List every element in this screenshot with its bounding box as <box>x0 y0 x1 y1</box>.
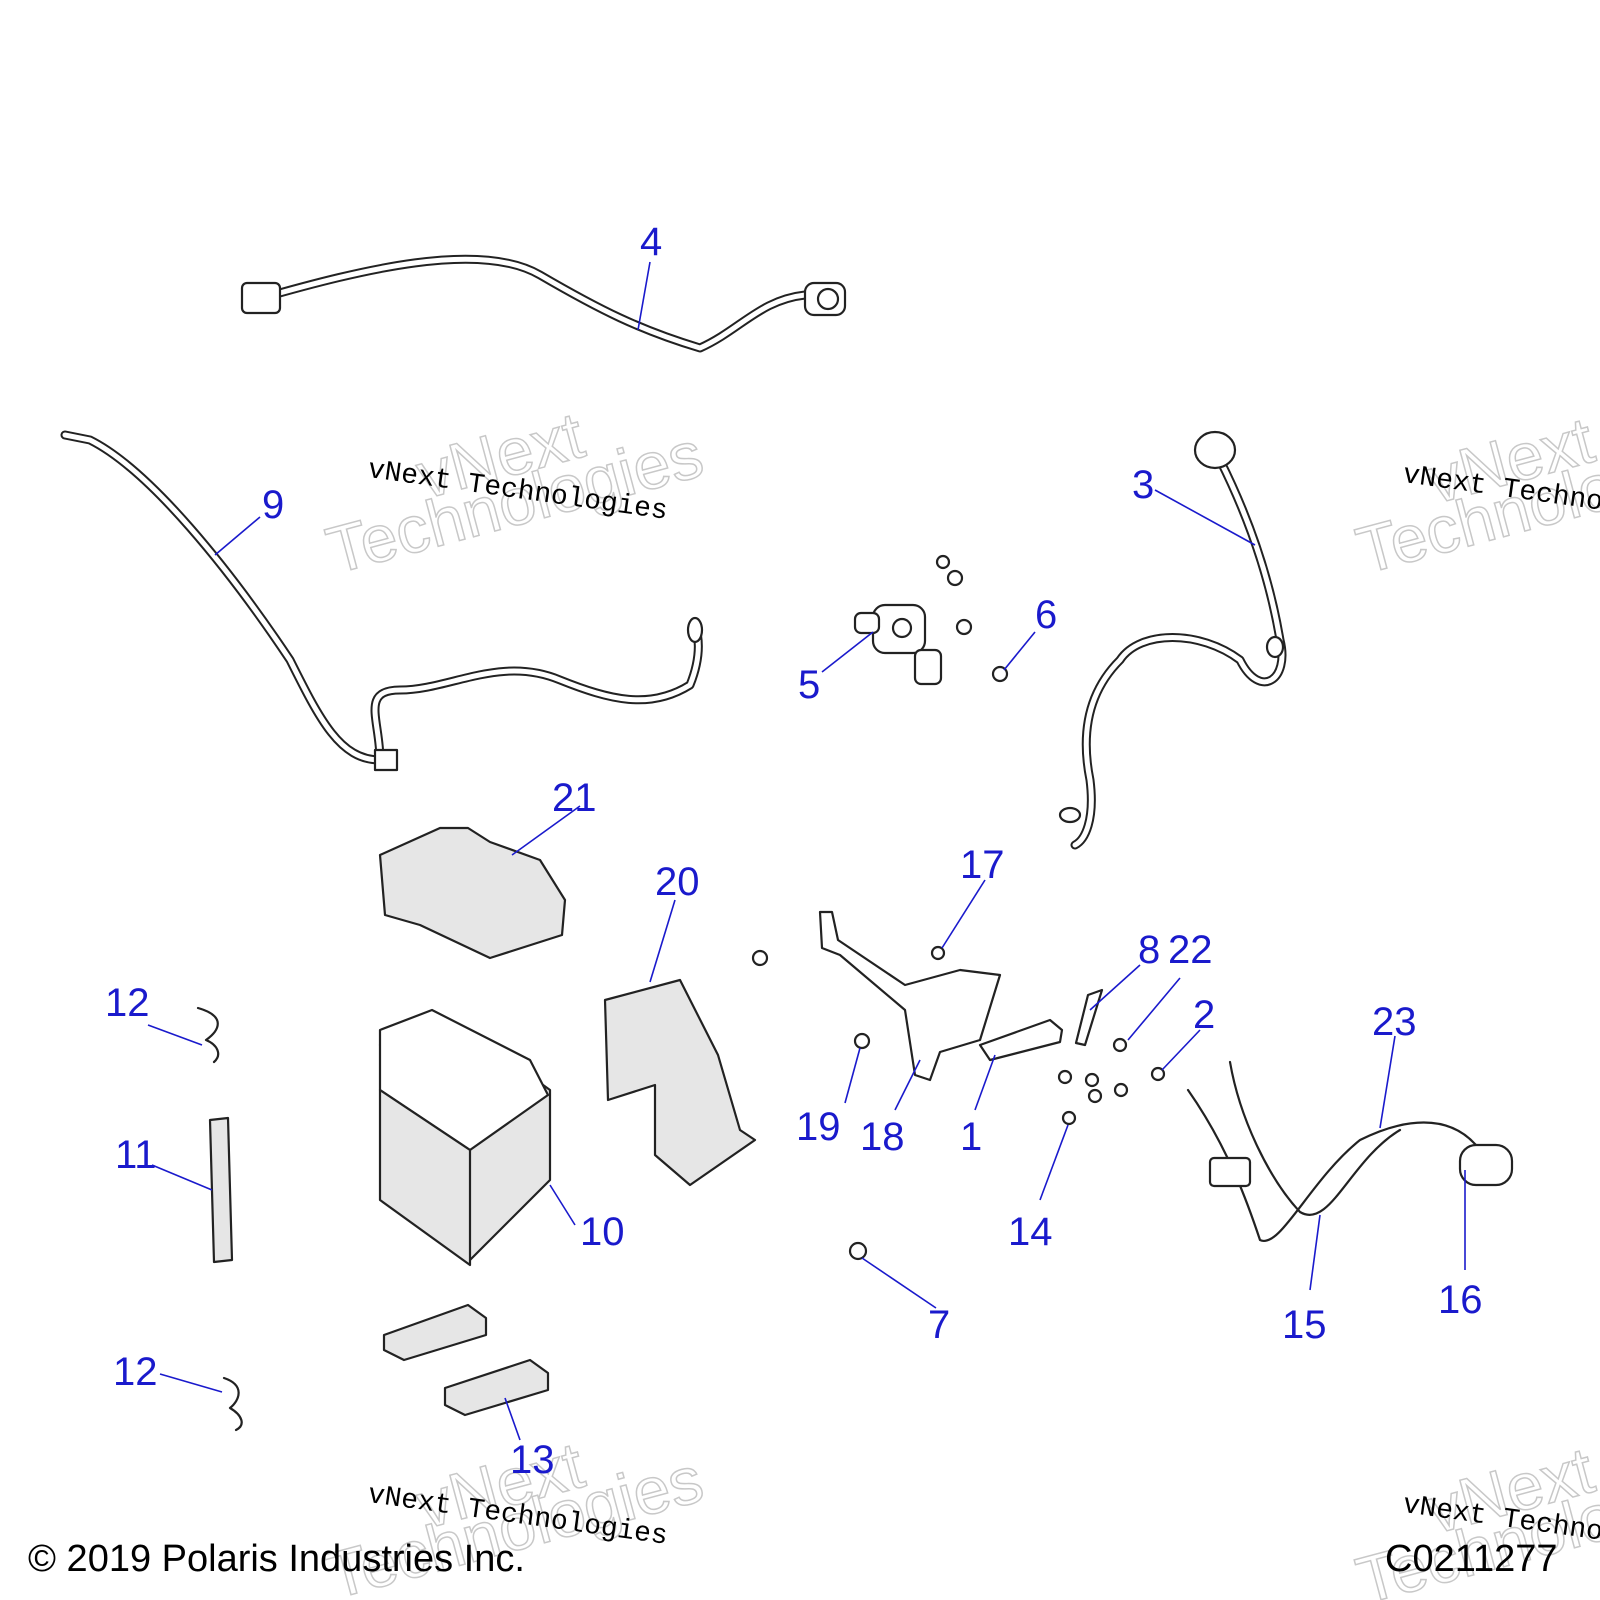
part-13-pad-a <box>382 1303 488 1362</box>
part-8-strap <box>1074 988 1104 1047</box>
callout-21: 21 <box>552 776 597 820</box>
callout-18: 18 <box>860 1115 905 1159</box>
callout-9: 9 <box>262 483 285 527</box>
part-10-battery <box>378 1008 552 1267</box>
callout-3: 3 <box>1132 463 1155 507</box>
callout-8: 8 <box>1138 928 1161 972</box>
part-5-solenoid <box>853 603 943 686</box>
callout-22: 22 <box>1168 928 1213 972</box>
callout-1: 1 <box>960 1115 983 1159</box>
part-11-bar <box>208 1116 234 1264</box>
part-20-holder <box>603 978 757 1187</box>
copyright-text: © 2019 Polaris Industries Inc. <box>28 1538 525 1580</box>
part-12-clip-top <box>196 1006 220 1064</box>
callout-19: 19 <box>796 1105 841 1149</box>
callout-16: 16 <box>1438 1278 1483 1322</box>
callout-5: 5 <box>798 663 821 707</box>
small-nuts <box>751 554 1166 1261</box>
part-12-clip-bottom <box>222 1376 243 1432</box>
part-9-cable <box>60 430 704 772</box>
part-18-bracket <box>818 910 1002 1082</box>
callout-14: 14 <box>1008 1210 1053 1254</box>
part-13-pad-b <box>443 1358 550 1417</box>
callout-15: 15 <box>1282 1303 1327 1347</box>
callout-12-bottom: 12 <box>113 1350 158 1394</box>
part-23-harness <box>1186 1060 1514 1243</box>
part-1-terminal <box>978 1018 1064 1062</box>
callout-17: 17 <box>960 843 1005 887</box>
diagram-code: C0211277 <box>1385 1538 1558 1580</box>
callout-7: 7 <box>928 1303 951 1347</box>
callout-13: 13 <box>510 1438 555 1482</box>
callout-11: 11 <box>115 1133 157 1177</box>
callout-10: 10 <box>580 1210 625 1254</box>
leader-lines <box>147 261 1466 1441</box>
callout-12-top: 12 <box>105 981 150 1025</box>
callout-20: 20 <box>655 860 700 904</box>
callout-23: 23 <box>1372 1000 1417 1044</box>
callout-2: 2 <box>1193 993 1216 1037</box>
callout-6: 6 <box>1035 593 1058 637</box>
part-4-cable <box>240 254 847 353</box>
callout-4: 4 <box>640 220 663 264</box>
part-3-cable <box>1058 430 1287 850</box>
part-21-cover <box>378 826 567 960</box>
